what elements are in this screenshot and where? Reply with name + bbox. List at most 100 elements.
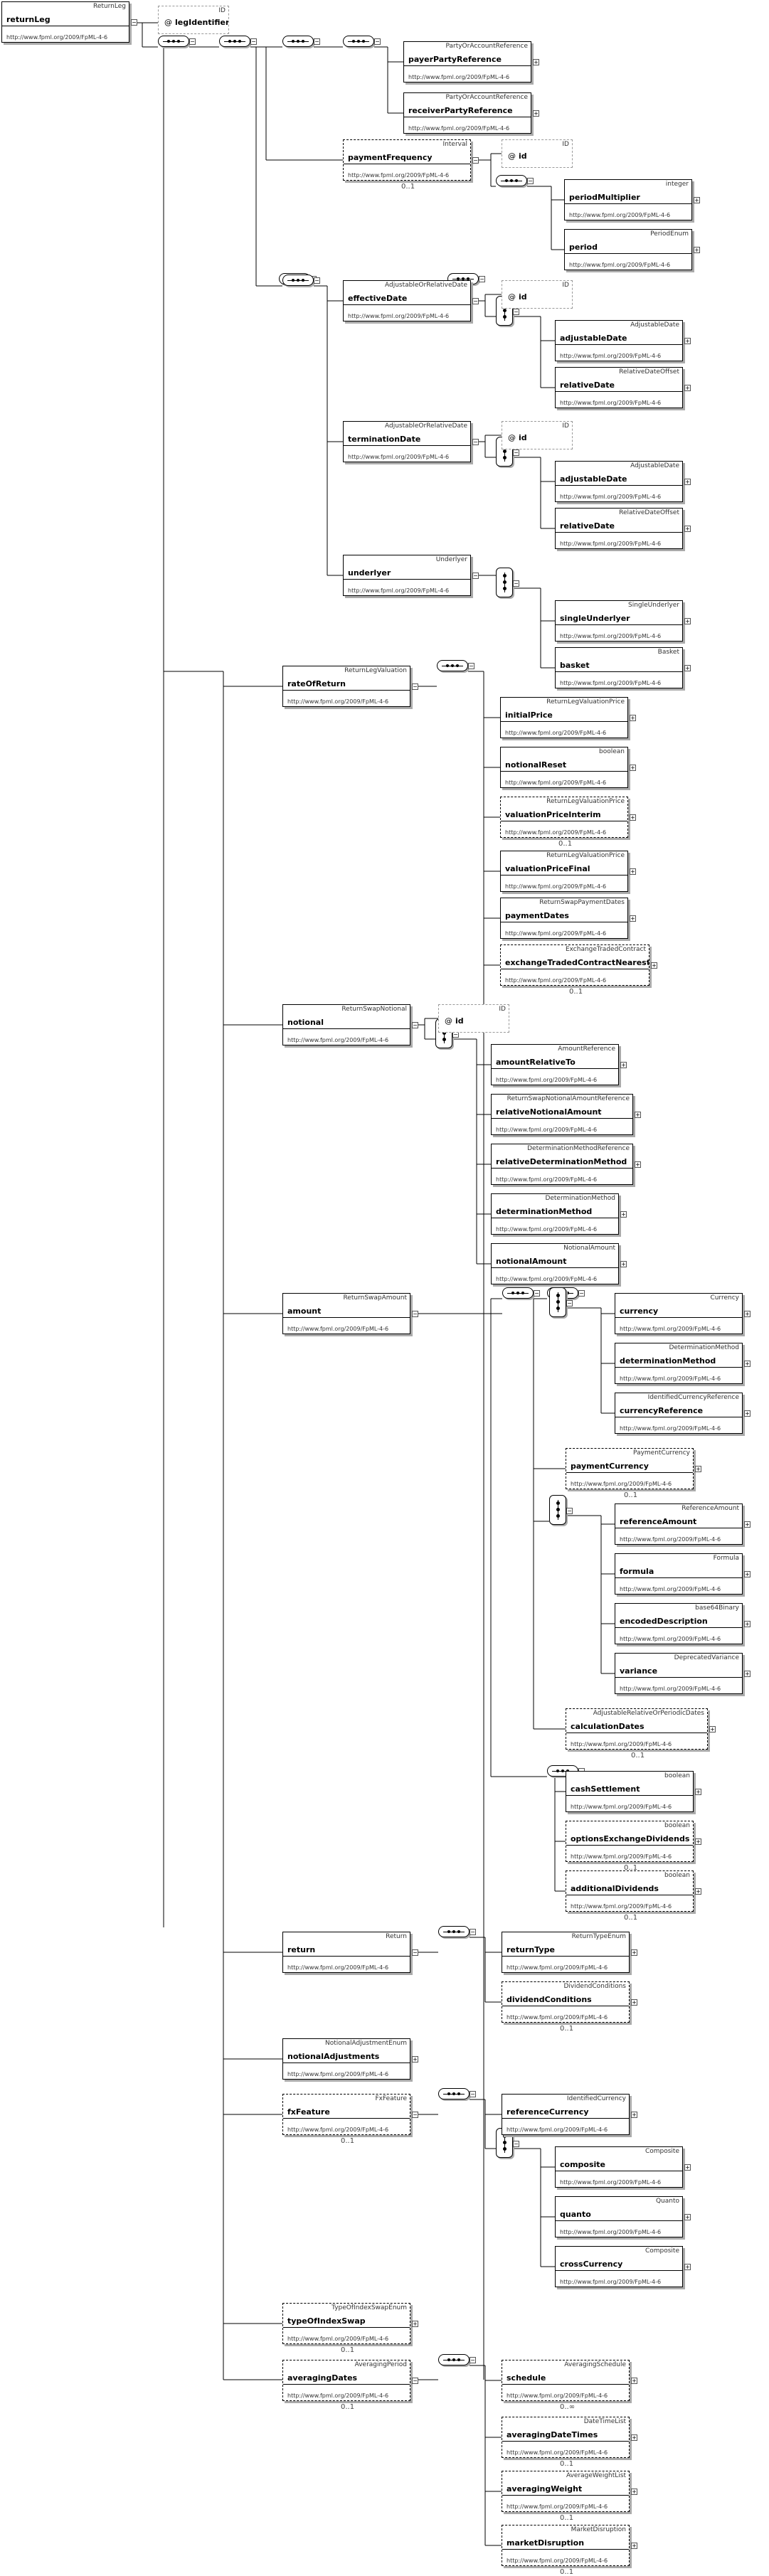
collapse-toggle[interactable]: − <box>479 276 485 282</box>
expand-toggle[interactable]: + <box>744 1361 751 1367</box>
expand-toggle[interactable]: + <box>744 1571 751 1577</box>
expand-toggle[interactable]: + <box>695 1888 701 1895</box>
expand-toggle[interactable]: + <box>744 1621 751 1627</box>
expand-toggle[interactable]: + <box>533 59 539 65</box>
collapse-toggle[interactable]: − <box>412 1311 418 1317</box>
expand-toggle[interactable]: + <box>631 2112 637 2118</box>
expand-toggle[interactable]: + <box>684 2164 691 2171</box>
collapse-toggle[interactable]: − <box>412 1949 418 1956</box>
collapse-toggle[interactable]: − <box>472 157 479 164</box>
expand-toggle[interactable]: + <box>631 2489 637 2495</box>
expand-toggle[interactable]: + <box>684 385 691 391</box>
collapse-toggle[interactable]: − <box>131 19 137 26</box>
expand-toggle[interactable]: + <box>631 1949 637 1956</box>
expand-toggle[interactable]: + <box>631 2543 637 2549</box>
expand-toggle[interactable]: + <box>684 338 691 344</box>
collapse-toggle[interactable]: − <box>513 309 519 315</box>
collapse-toggle[interactable]: − <box>472 298 479 304</box>
collapse-toggle[interactable]: − <box>374 38 381 45</box>
collapse-toggle[interactable]: − <box>412 2112 418 2118</box>
expand-toggle[interactable]: + <box>630 868 636 875</box>
expand-toggle[interactable]: + <box>630 715 636 721</box>
collapse-toggle[interactable]: − <box>314 277 320 284</box>
element-td-id[interactable]: ID@id <box>502 421 573 449</box>
expand-toggle[interactable]: + <box>684 665 691 671</box>
element-n-id[interactable]: ID@id <box>438 1004 509 1033</box>
collapse-toggle[interactable]: − <box>470 2357 476 2363</box>
expand-toggle[interactable]: + <box>630 814 636 821</box>
element-pf-id[interactable]: ID@id <box>502 139 573 168</box>
collapse-toggle[interactable]: − <box>470 1929 476 1935</box>
collapse-toggle[interactable]: − <box>189 38 196 45</box>
expand-toggle[interactable]: + <box>651 962 657 969</box>
collapse-toggle[interactable]: − <box>513 449 519 456</box>
collapse-toggle[interactable]: − <box>513 580 519 587</box>
expand-toggle[interactable]: + <box>694 247 700 253</box>
collapse-toggle[interactable]: − <box>470 2091 476 2097</box>
expand-toggle[interactable]: + <box>744 1311 751 1317</box>
expand-toggle[interactable]: + <box>744 1410 751 1417</box>
expand-toggle[interactable]: + <box>631 2434 637 2441</box>
collapse-toggle[interactable]: − <box>527 178 534 184</box>
expand-toggle[interactable]: + <box>744 1671 751 1677</box>
expand-toggle[interactable]: + <box>631 2378 637 2384</box>
collapse-toggle[interactable]: − <box>412 2378 418 2384</box>
collapse-toggle[interactable]: − <box>472 439 479 445</box>
collapse-toggle[interactable]: − <box>578 1290 585 1297</box>
expand-toggle[interactable]: + <box>684 479 691 485</box>
expand-toggle[interactable]: + <box>684 2214 691 2220</box>
expand-toggle[interactable]: + <box>695 1466 701 1472</box>
expand-toggle[interactable]: + <box>684 526 691 532</box>
expand-toggle[interactable]: + <box>620 1261 627 1267</box>
expand-toggle[interactable]: + <box>533 110 539 117</box>
expand-toggle[interactable]: + <box>620 1211 627 1218</box>
expand-toggle[interactable]: + <box>635 1161 641 1168</box>
expand-toggle[interactable]: + <box>695 1789 701 1795</box>
expand-toggle[interactable]: + <box>709 1726 716 1733</box>
collapse-toggle[interactable]: − <box>566 1300 573 1306</box>
expand-toggle[interactable]: + <box>620 1062 627 1068</box>
